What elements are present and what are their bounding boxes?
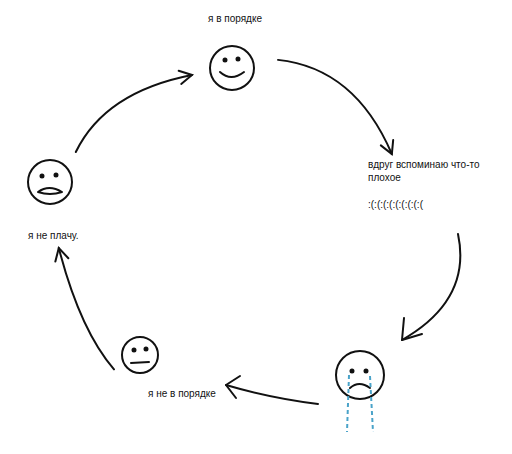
face-sad xyxy=(122,337,158,373)
stage-node: я не плачу. xyxy=(24,156,98,244)
cycle-arrow xyxy=(402,234,460,340)
stage-caption: вдруг вспоминаю что-то плохое xyxy=(368,158,496,184)
cycle-arrow xyxy=(278,60,393,154)
smile xyxy=(220,72,244,77)
flat-mouth xyxy=(131,362,149,363)
face-grimace xyxy=(28,160,72,204)
stage-node: вдруг вспоминаю что-то плохое :(:(:(:(:(:… xyxy=(366,158,502,214)
stage-caption: я не в порядке xyxy=(148,387,228,400)
frown xyxy=(350,384,370,388)
arrow-head xyxy=(226,376,240,398)
stage-caption: я в порядке xyxy=(198,12,272,25)
stage-caption: :(:(:(:(:(:(:(:(:( xyxy=(368,198,500,211)
cycle-arrow xyxy=(226,385,318,404)
grimace-mouth xyxy=(38,188,62,194)
face-crying xyxy=(336,351,384,399)
face-happy xyxy=(210,46,254,90)
arrow-head xyxy=(402,318,422,340)
cycle-arrow xyxy=(55,248,114,369)
stage-caption: я не плачу. xyxy=(28,229,96,242)
stage-node: я не в порядке xyxy=(118,334,230,402)
tears xyxy=(347,375,373,432)
cycle-arrow xyxy=(76,71,192,152)
stage-node: я в порядке xyxy=(196,12,274,96)
